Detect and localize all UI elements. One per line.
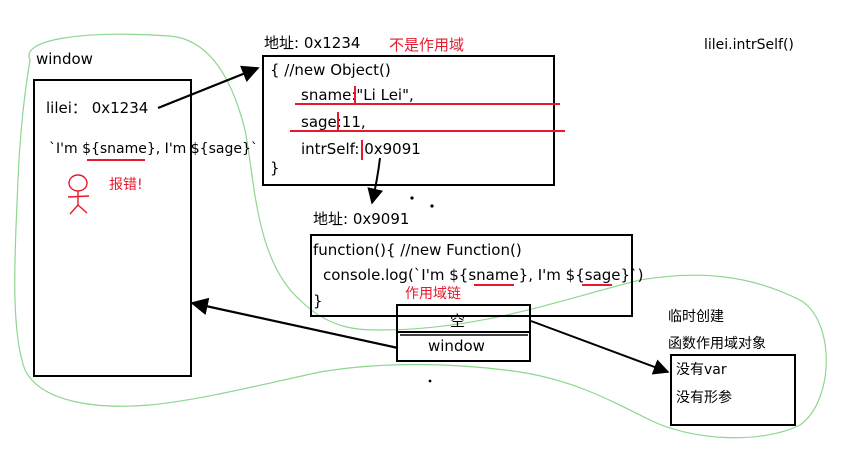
temp-scope-caption-2: 函数作用域对象	[668, 336, 766, 352]
lilei-name: lilei	[46, 99, 72, 117]
window-scope-curve	[14, 33, 827, 439]
function-close-line: }	[313, 292, 323, 310]
dot-1	[410, 196, 414, 200]
scope-chain-window-cell: window	[428, 337, 485, 355]
call-expression-label: lilei.intrSelf()	[704, 37, 794, 53]
stick-figure-icon	[67, 174, 90, 215]
dot-3	[428, 379, 432, 383]
arrow-intrself-to-function	[367, 157, 384, 205]
temp-scope-no-params: 没有形参	[676, 390, 732, 406]
dot-2	[430, 204, 434, 208]
arrow-lilei-to-object	[157, 65, 260, 110]
arrow-chain-to-temp-scope	[530, 320, 670, 375]
function-body-line: console.log(`I'm ${sname}, I'm ${sage}`)	[323, 266, 644, 284]
object-sname-line: sname:"Li Lei",	[301, 86, 414, 104]
lilei-address: 0x1234	[91, 99, 149, 117]
window-scope-box	[33, 79, 192, 377]
object-sage-line: sage:11,	[301, 113, 366, 131]
not-scope-note: 不是作用域	[389, 36, 465, 54]
object-intrself-line: intrSelf: 0x9091	[301, 140, 421, 158]
object-open-line: { //new Object()	[270, 61, 391, 79]
window-template-string: `I'm ${sname}, I'm ${sage}`	[49, 141, 258, 157]
function-address: 地址: 0x9091	[313, 210, 410, 228]
function-open-line: function(){ //new Function()	[313, 241, 522, 259]
object-close-line: }	[270, 159, 280, 177]
window-scope-label: window	[36, 50, 93, 68]
error-label: 报错!	[109, 177, 143, 193]
lilei-separator: ：	[71, 99, 87, 117]
function-box	[310, 234, 633, 317]
object-address: 地址: 0x1234	[264, 34, 361, 52]
temp-scope-caption-1: 临时创建	[668, 309, 724, 325]
temp-scope-no-var: 没有var	[676, 362, 727, 378]
temp-scope-box	[670, 354, 796, 426]
scope-chain-empty-cell: 空	[450, 312, 466, 330]
object-box	[262, 55, 555, 186]
lilei-variable: lilei： 0x1234	[46, 97, 148, 118]
arrow-chain-to-window	[190, 297, 399, 350]
scope-chain-label: 作用域链	[405, 286, 461, 302]
